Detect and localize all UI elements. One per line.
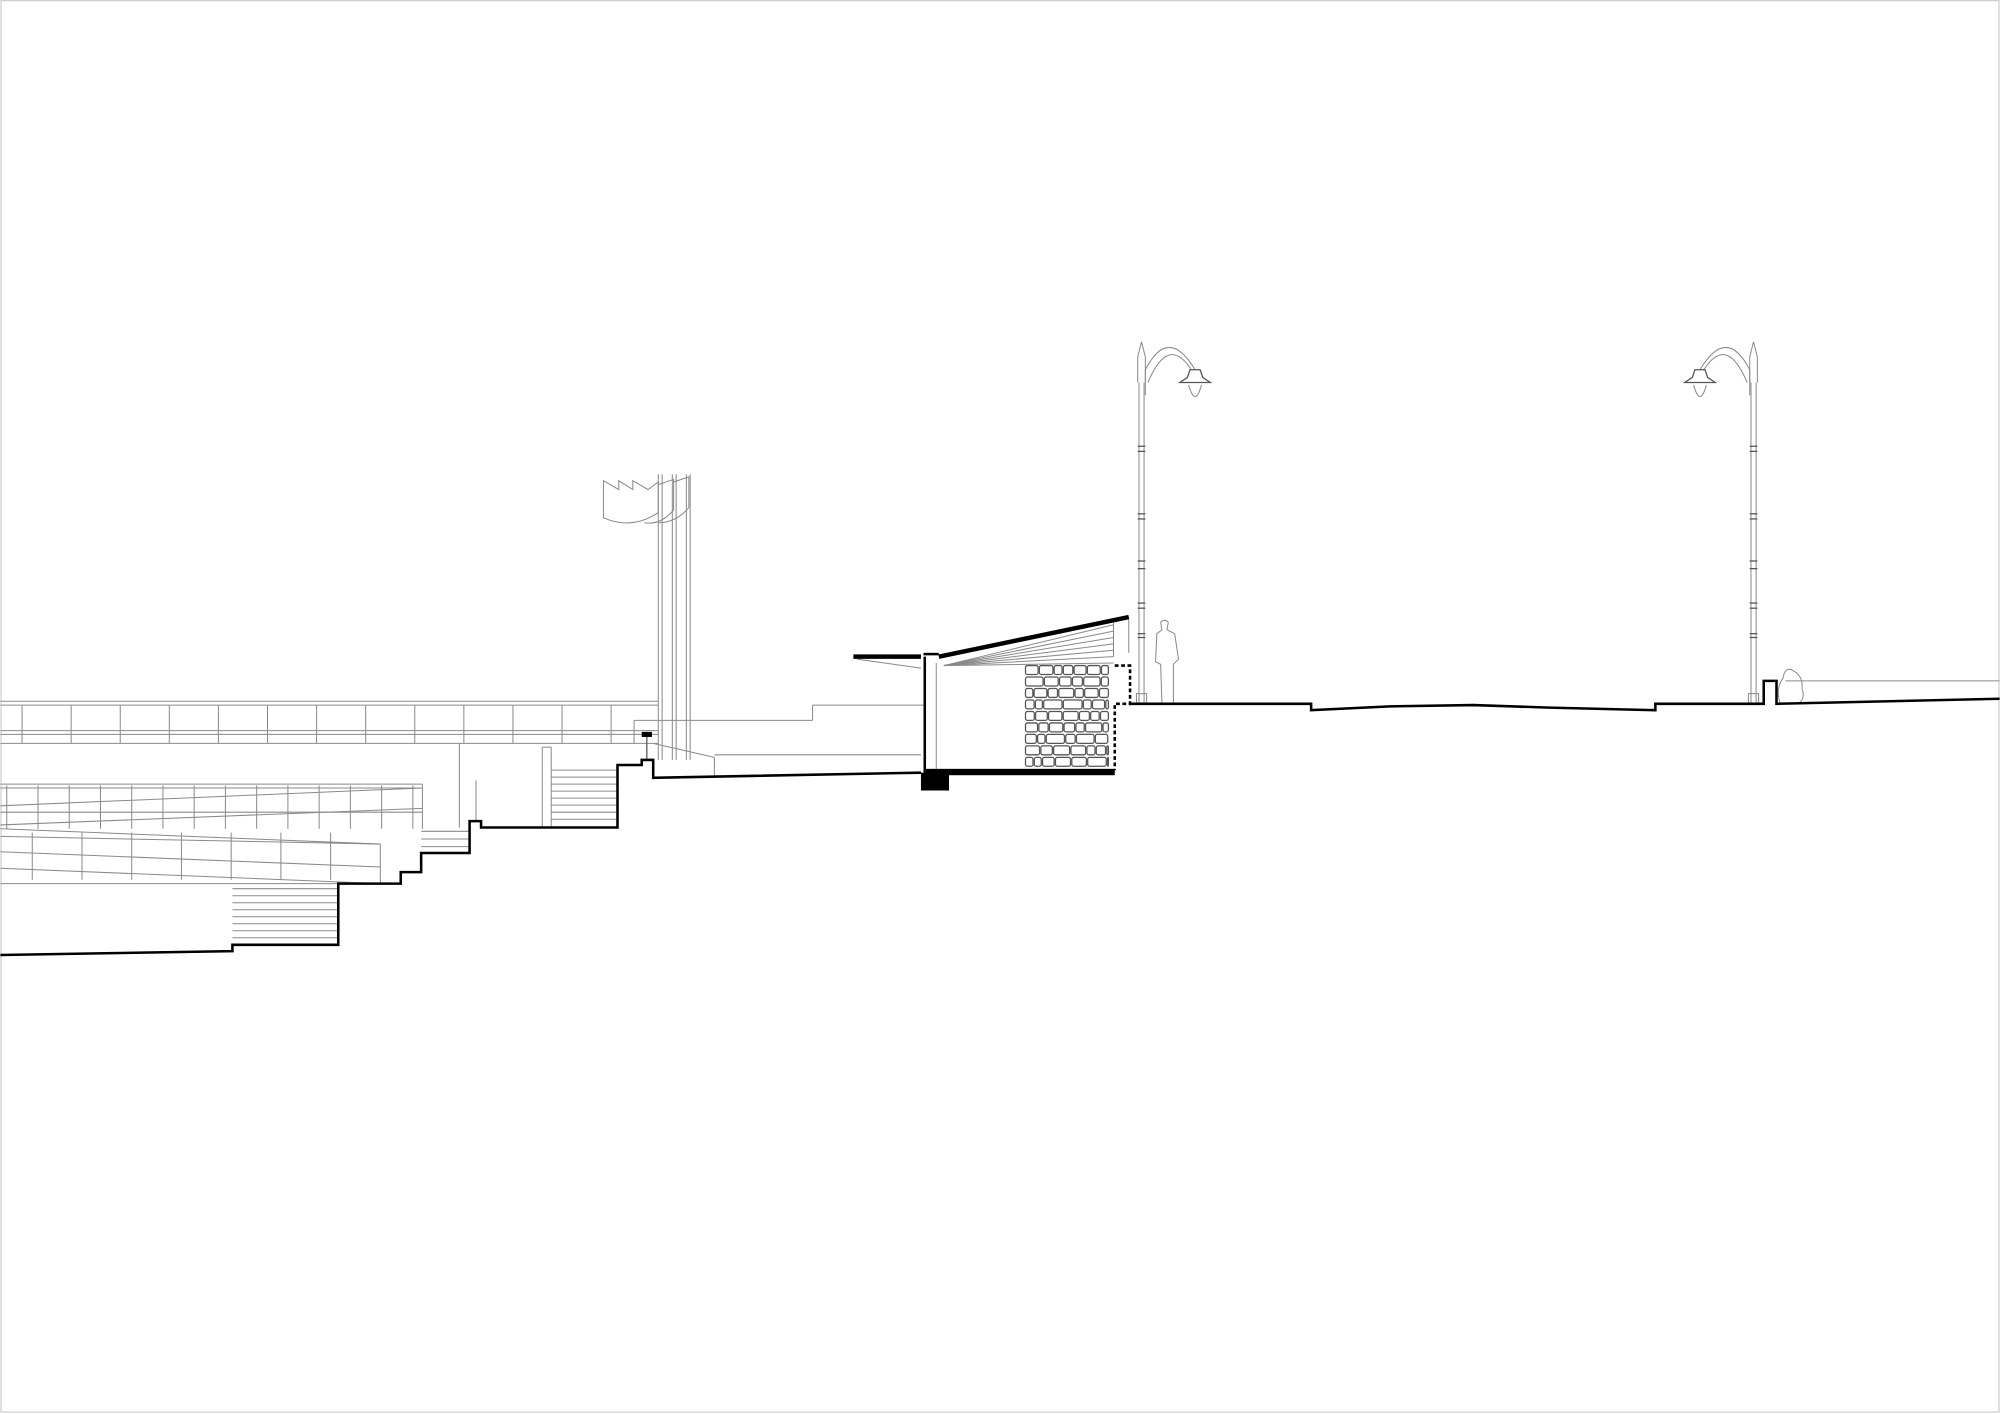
street-lamp bbox=[1682, 341, 1760, 705]
footing bbox=[920, 772, 949, 791]
stairs bbox=[232, 769, 618, 939]
person-silhouette bbox=[1155, 619, 1180, 704]
bollard bbox=[641, 731, 652, 759]
ramps bbox=[0, 783, 423, 885]
street-lamp bbox=[1135, 341, 1213, 705]
lower-structure bbox=[0, 704, 924, 885]
stone-wall bbox=[1024, 664, 1110, 767]
flag-poles bbox=[602, 474, 691, 760]
ground-profile-left bbox=[0, 758, 921, 957]
shrub bbox=[1777, 668, 1804, 705]
pavilion bbox=[853, 614, 1132, 791]
floor-slab bbox=[923, 768, 1115, 776]
ground-profile-right bbox=[1128, 679, 2000, 712]
railing-grid bbox=[0, 700, 659, 744]
